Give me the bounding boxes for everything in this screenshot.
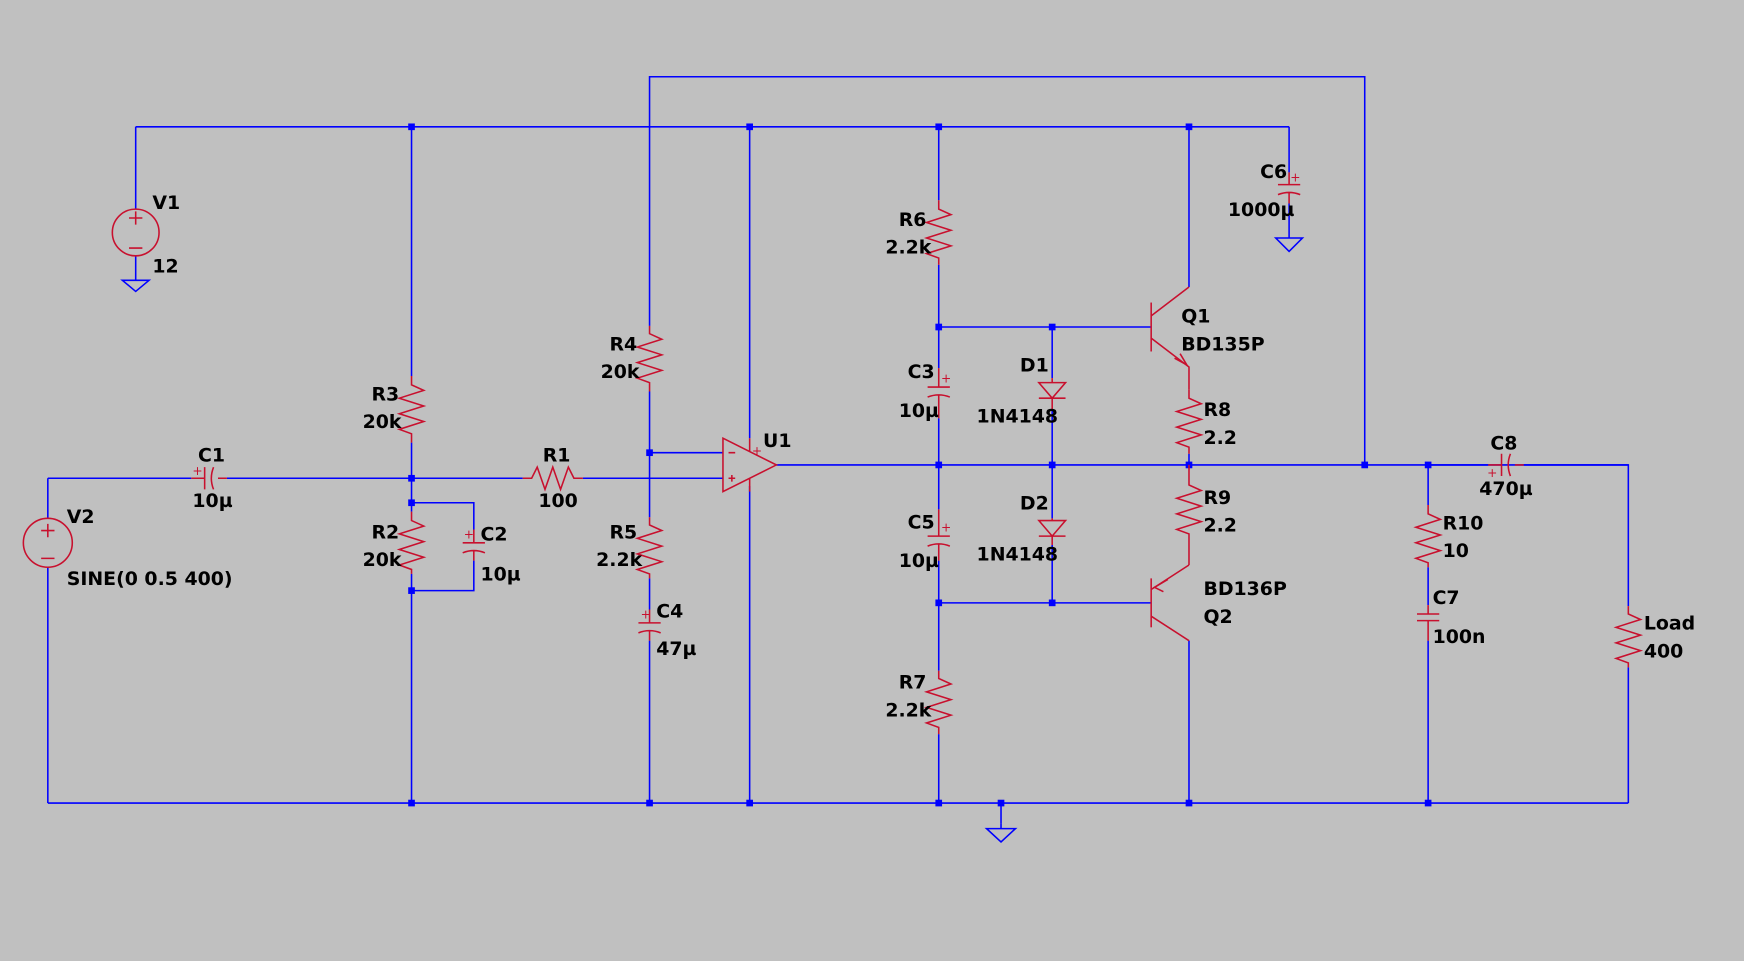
c5-capacitor[interactable]: + C5 10µ	[899, 509, 952, 572]
wires	[47, 75, 1630, 824]
c2-capacitor[interactable]: + C2 10µ	[462, 524, 521, 586]
c4-value: 47µ	[656, 638, 696, 660]
v1-value: 12	[152, 256, 178, 278]
r1-ref: R1	[543, 445, 571, 467]
r4-ref: R4	[610, 333, 638, 355]
r2-value: 20k	[363, 549, 402, 571]
c1-ref: C1	[198, 445, 225, 467]
c8-ref: C8	[1490, 432, 1517, 454]
u1-opamp[interactable]: + U1	[722, 430, 792, 493]
q2-value: BD136P	[1203, 578, 1287, 600]
d2-value: 1N4148	[977, 544, 1059, 566]
svg-text:+: +	[1290, 170, 1300, 184]
r5-ref: R5	[610, 521, 638, 543]
v2-ref: V2	[67, 506, 95, 528]
ground-c6-symbol	[1273, 237, 1305, 253]
r10-value: 10	[1443, 540, 1469, 562]
svg-text:+: +	[941, 372, 951, 386]
d1-diode[interactable]: D1 1N4148	[977, 354, 1068, 428]
c6-capacitor[interactable]: + C6 1000µ	[1228, 161, 1301, 221]
c4-ref: C4	[656, 600, 683, 622]
ground-v1-symbol	[120, 279, 152, 293]
v2-source[interactable]: V2 SINE(0 0.5 400)	[22, 506, 233, 590]
r6-ref: R6	[899, 209, 927, 231]
r8-ref: R8	[1203, 399, 1231, 421]
r5-resistor[interactable]: R5 2.2k	[596, 517, 665, 579]
r4-resistor[interactable]: R4 20k	[601, 325, 665, 392]
r9-value: 2.2	[1203, 515, 1236, 537]
r2-resistor[interactable]: R2 20k	[363, 511, 427, 574]
r3-ref: R3	[371, 383, 399, 405]
c4-capacitor[interactable]: + C4 47µ	[638, 600, 697, 660]
q2-transistor[interactable]: BD136P Q2	[1150, 564, 1287, 642]
c1-value: 10µ	[192, 490, 232, 512]
c8-value: 470µ	[1479, 478, 1532, 500]
q1-transistor[interactable]: Q1 BD135P	[1150, 286, 1265, 390]
c8-capacitor[interactable]: + C8 470µ	[1479, 432, 1532, 500]
r8-value: 2.2	[1203, 427, 1236, 449]
r10-resistor[interactable]: R10 10	[1413, 504, 1484, 568]
svg-text:+: +	[641, 607, 651, 621]
c1-capacitor[interactable]: + C1 10µ	[191, 445, 233, 513]
u1-ref: U1	[763, 430, 791, 452]
c6-value: 1000µ	[1228, 199, 1295, 221]
svg-text:+: +	[464, 527, 474, 541]
c6-ref: C6	[1260, 161, 1287, 183]
svg-text:+: +	[192, 464, 202, 478]
svg-text:+: +	[1487, 466, 1497, 480]
load-ref: Load	[1644, 613, 1695, 635]
c7-ref: C7	[1433, 587, 1460, 609]
r7-resistor[interactable]: R7 2.2k	[885, 670, 954, 735]
svg-text:+: +	[752, 444, 762, 458]
r7-value: 2.2k	[885, 699, 931, 721]
c7-capacitor[interactable]: C7 100n	[1417, 587, 1485, 648]
r10-ref: R10	[1443, 512, 1484, 534]
c3-capacitor[interactable]: + C3 10µ	[899, 361, 952, 422]
c2-ref: C2	[480, 524, 507, 546]
c2-value: 10µ	[480, 564, 520, 586]
svg-text:+: +	[941, 521, 951, 535]
d2-diode[interactable]: D2 1N4148	[977, 492, 1068, 566]
r1-resistor[interactable]: R1 100	[522, 445, 583, 513]
r9-resistor[interactable]: R9 2.2	[1174, 464, 1237, 566]
c7-value: 100n	[1433, 626, 1486, 648]
q2-ref: Q2	[1203, 606, 1232, 628]
q1-ref: Q1	[1181, 306, 1210, 328]
r2-ref: R2	[371, 521, 399, 543]
junctions	[408, 123, 1432, 807]
load-value: 400	[1644, 640, 1683, 662]
r1-value: 100	[538, 490, 577, 512]
v2-value: SINE(0 0.5 400)	[67, 568, 233, 590]
v1-ref: V1	[152, 192, 180, 214]
r5-value: 2.2k	[596, 549, 642, 571]
q1-value: BD135P	[1181, 333, 1265, 355]
c5-value: 10µ	[899, 550, 939, 572]
c5-ref: C5	[908, 511, 935, 533]
r3-resistor[interactable]: R3 20k	[363, 375, 427, 443]
load-resistor[interactable]: Load 400	[1613, 606, 1695, 668]
r6-value: 2.2k	[885, 237, 931, 259]
c3-value: 10µ	[899, 400, 939, 422]
d1-ref: D1	[1020, 354, 1049, 376]
r9-ref: R9	[1203, 487, 1231, 509]
r4-value: 20k	[601, 361, 640, 383]
c3-ref: C3	[908, 361, 935, 383]
d2-ref: D2	[1020, 492, 1049, 514]
r3-value: 20k	[363, 411, 402, 433]
d1-value: 1N4148	[977, 406, 1059, 428]
r8-resistor[interactable]: R8 2.2	[1174, 389, 1237, 454]
ground-main-symbol	[984, 823, 1018, 844]
r7-ref: R7	[899, 671, 927, 693]
r6-resistor[interactable]: R6 2.2k	[885, 200, 954, 265]
v1-source[interactable]: V1 12	[111, 192, 180, 278]
